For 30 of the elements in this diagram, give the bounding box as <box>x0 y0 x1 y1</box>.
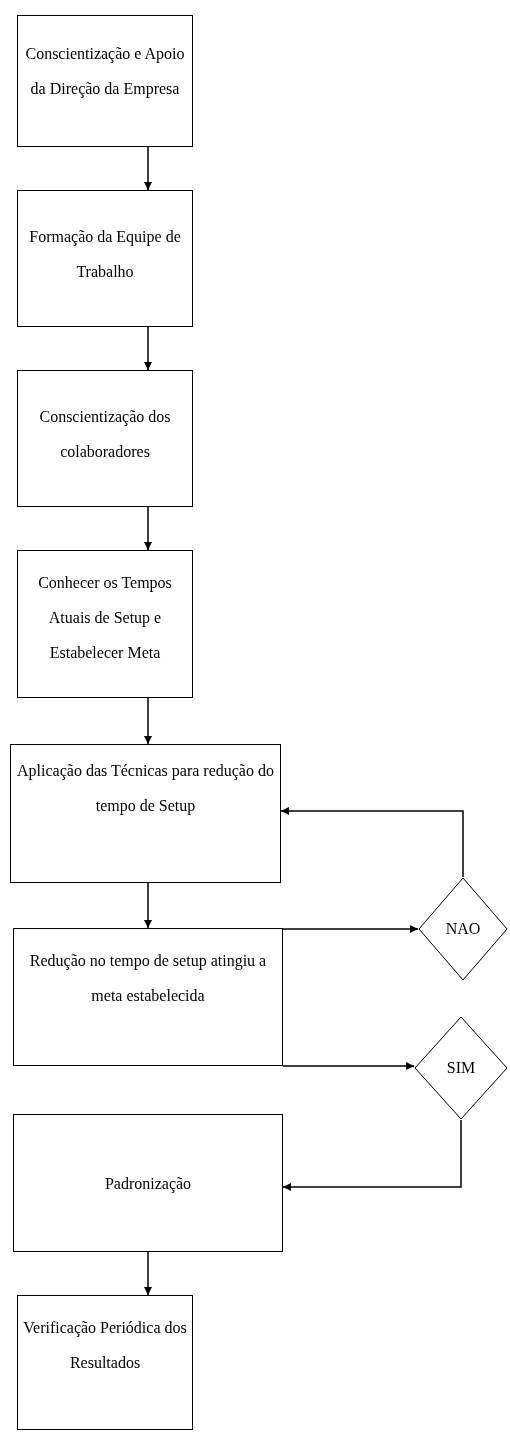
arrow <box>144 146 152 191</box>
decision-label: NAO <box>445 919 481 939</box>
process-box <box>13 1114 283 1252</box>
arrow <box>144 882 152 929</box>
arrow <box>282 1119 462 1191</box>
arrow <box>144 506 152 551</box>
process-box <box>17 15 193 147</box>
step-text: Conhecer os Tempos Atuais de Setup e Estabelecer Meta <box>37 573 173 663</box>
step-text: Conscientização e Apoio da Direção da Empresa <box>24 44 186 100</box>
arrow <box>282 925 419 933</box>
decision-diamond <box>414 1016 508 1120</box>
process-box <box>17 370 193 507</box>
process-box <box>17 550 193 698</box>
arrow <box>144 697 152 745</box>
arrow <box>280 807 464 878</box>
process-box <box>17 1295 193 1430</box>
process-box <box>17 190 193 327</box>
step-text: Conscientização dos colaboradores <box>38 407 172 462</box>
step-text: Formação da Equipe de Trabalho <box>28 227 182 282</box>
step-text: Verificação Periódica dos Resultados <box>22 1318 188 1373</box>
step-text: Padronização <box>104 1173 192 1195</box>
process-box <box>10 744 281 883</box>
arrow <box>144 326 152 371</box>
step-text: Redução no tempo de setup atingiu a meta estabelecida <box>28 951 268 1006</box>
decision-diamond <box>418 877 508 981</box>
decision-label: SIM <box>446 1058 476 1078</box>
process-box <box>13 928 283 1066</box>
arrow <box>282 1062 415 1070</box>
step-text: Aplicação das Técnicas para redução do tempo de Setup <box>16 761 275 817</box>
arrow <box>144 1251 152 1296</box>
